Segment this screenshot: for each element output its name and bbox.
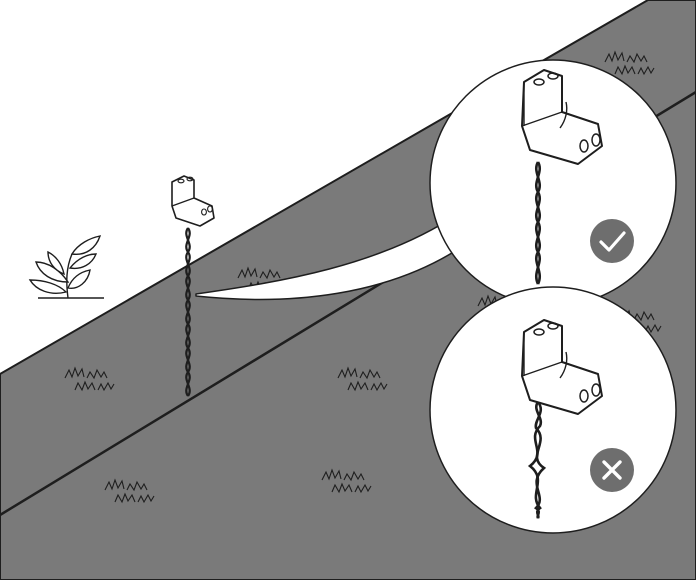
wire-connector-incorrect [521, 319, 603, 519]
plant-icon [28, 235, 104, 299]
wire-connector-correct [521, 69, 603, 285]
correct-installation-panel [429, 59, 677, 307]
wire-connector-field [171, 175, 215, 397]
incorrect-installation-panel [429, 286, 677, 534]
close-icon [590, 448, 634, 492]
check-icon [590, 219, 634, 263]
